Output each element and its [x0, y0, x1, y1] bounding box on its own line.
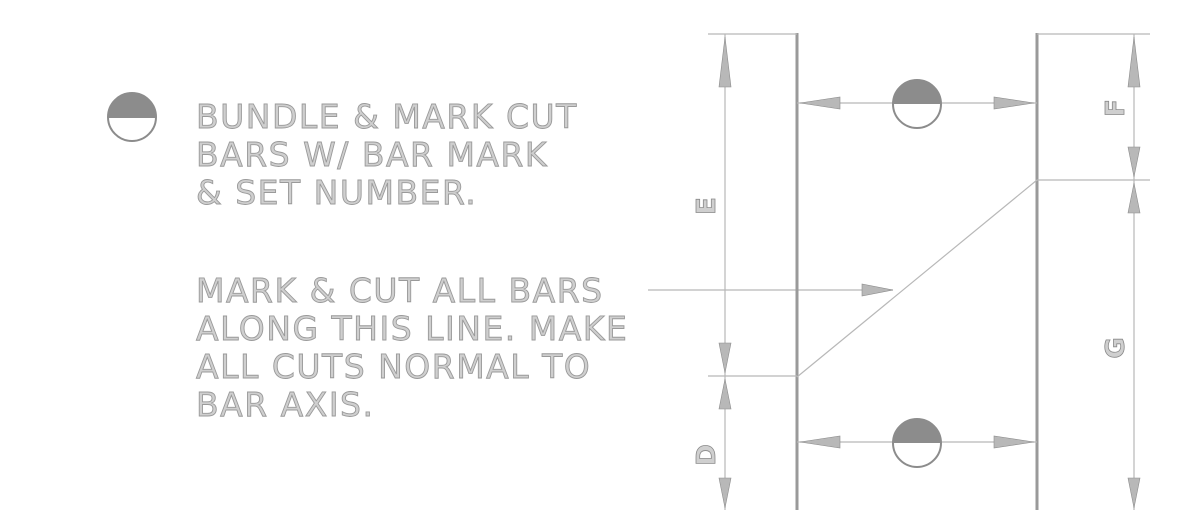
- dimension-d: D: [692, 378, 732, 509]
- legend-bar-mark-icon: [107, 92, 157, 142]
- cut-note-line-2: ALONG THIS LINE. MAKE: [196, 309, 628, 348]
- dimension-f: F: [1101, 36, 1141, 178]
- bundle-note-line-1: BUNDLE & MARK CUT: [196, 97, 578, 136]
- dimension-e-label: E: [692, 197, 722, 215]
- cut-line: [796, 179, 1038, 378]
- cut-note: MARK & CUT ALL BARS ALONG THIS LINE. MAK…: [196, 271, 640, 424]
- cut-note-line-4: BAR AXIS.: [196, 385, 374, 424]
- cut-note-line-3: ALL CUTS NORMAL TO: [196, 347, 591, 386]
- bundle-note-line-3: & SET NUMBER.: [196, 173, 477, 212]
- bottom-bar-mark-icon: [892, 418, 942, 468]
- dimension-d-label: D: [692, 444, 722, 466]
- dimension-g-label: G: [1101, 337, 1131, 358]
- cut-note-line-1: MARK & CUT ALL BARS: [196, 271, 604, 310]
- bundle-note-line-2: BARS W/ BAR MARK: [196, 135, 548, 174]
- dimension-e: E: [692, 36, 732, 374]
- bundle-note: BUNDLE & MARK CUT BARS W/ BAR MARK & SET…: [196, 97, 590, 212]
- cut-leader: [648, 283, 894, 297]
- left-dimension-extension-lines: [708, 33, 797, 510]
- top-bar-mark-icon: [892, 79, 942, 129]
- dimension-g: G: [1101, 182, 1141, 509]
- right-dimension-extension-lines: [1037, 33, 1150, 510]
- dimension-f-label: F: [1101, 99, 1131, 117]
